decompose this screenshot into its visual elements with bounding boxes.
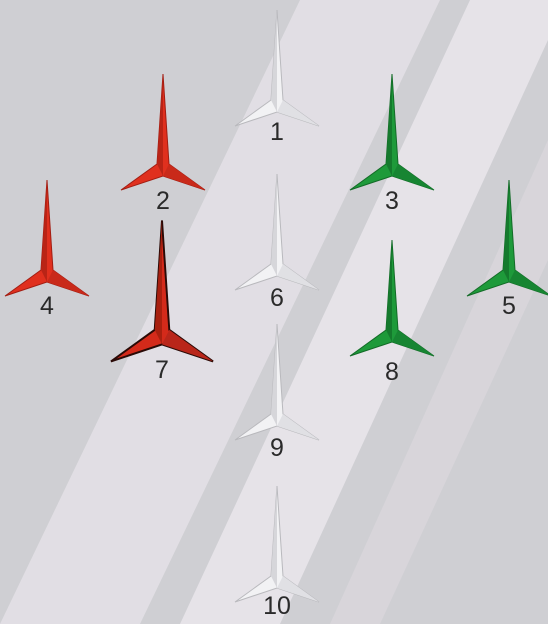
aircraft-number: 5 [502,292,516,320]
white-jet-icon [234,173,320,291]
aircraft-number: 1 [270,118,284,146]
aircraft-number: 8 [385,358,399,386]
aircraft-4: 4 [4,178,90,328]
aircraft-7: 7 [106,218,214,384]
red-jet-icon [4,179,90,297]
white-jet-icon [234,323,320,441]
white-jet-icon [234,9,320,127]
aircraft-9: 9 [234,322,320,472]
aircraft-number: 3 [385,187,399,215]
aircraft-number: 7 [155,356,169,384]
aircraft-5: 5 [466,178,548,328]
green-jet-icon [466,179,548,297]
aircraft-number: 2 [156,187,170,215]
aircraft-number: 6 [270,284,284,312]
aircraft-1: 1 [234,8,320,158]
red-jet-icon [110,220,214,363]
aircraft-8: 8 [349,238,435,388]
green-jet-icon [349,239,435,357]
aircraft-number: 4 [40,292,54,320]
aircraft-number: 9 [270,434,284,462]
aircraft-10: 10 [234,484,320,624]
red-jet-icon [120,73,206,191]
aircraft-6: 6 [234,172,320,322]
green-jet-icon [349,73,435,191]
aircraft-number: 10 [263,592,291,620]
aircraft-3: 3 [349,72,435,222]
aircraft-2: 2 [120,72,206,222]
white-jet-icon [234,485,320,603]
